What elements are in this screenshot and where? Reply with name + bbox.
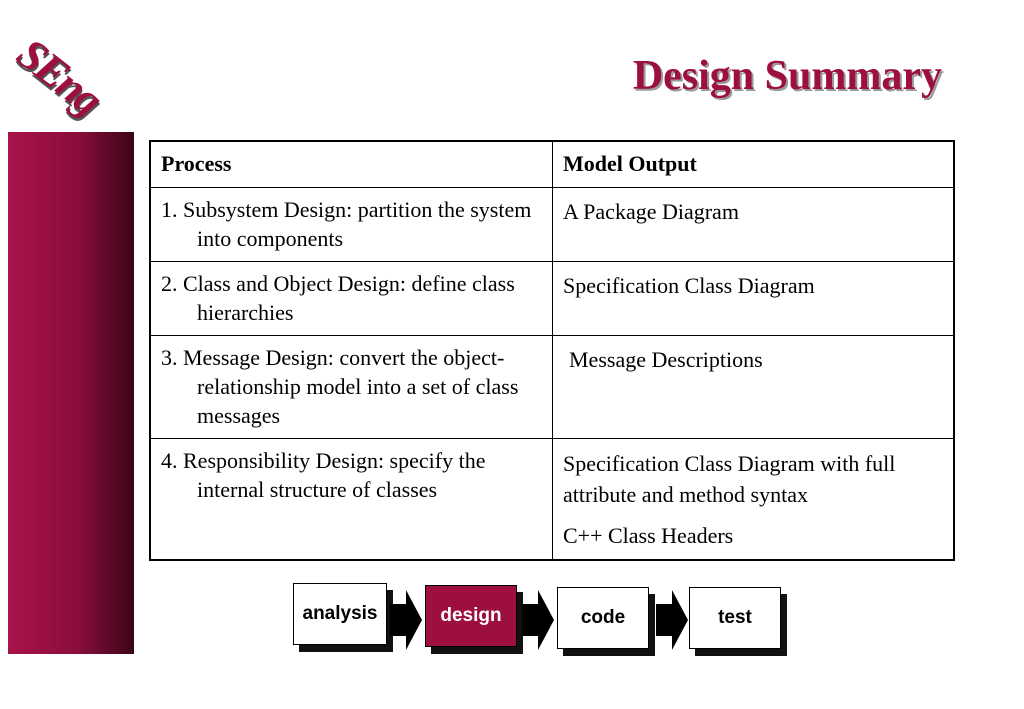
output-cell: Specification Class Diagram (552, 261, 955, 336)
output-cell: Specification Class Diagram with full at… (552, 438, 955, 561)
flow-step-code: code (557, 587, 649, 649)
column-header-model-output: Model Output (552, 140, 955, 188)
flow-step-test: test (689, 587, 781, 649)
output-text: A Package Diagram (563, 199, 739, 224)
page-title: Design Summary (632, 53, 942, 99)
output-cell: A Package Diagram (552, 187, 955, 262)
output-text: Specification Class Diagram with full at… (563, 451, 896, 507)
flow-step-design: design (425, 585, 517, 647)
table-header-row: Process Model Output (149, 140, 955, 188)
output-cell: Message Descriptions (552, 335, 955, 439)
design-summary-table: Process Model Output 1. Subsystem Design… (149, 140, 955, 561)
flow-arrow-icon (522, 590, 554, 650)
flow-arrow-icon (390, 590, 422, 650)
table-row: 4. Responsibility Design: specify the in… (149, 438, 955, 561)
process-cell: 1. Subsystem Design: partition the syste… (149, 187, 553, 262)
column-header-process: Process (149, 140, 553, 188)
output-text: Specification Class Diagram (563, 273, 815, 298)
table-row: 3. Message Design: convert the object-re… (149, 335, 955, 439)
table-row: 1. Subsystem Design: partition the syste… (149, 187, 955, 262)
flow-step-analysis: analysis (293, 583, 387, 645)
output-text: C++ Class Headers (563, 523, 734, 548)
process-cell: 3. Message Design: convert the object-re… (149, 335, 553, 439)
process-cell: 4. Responsibility Design: specify the in… (149, 438, 553, 561)
output-text: Message Descriptions (569, 347, 763, 372)
sidebar-bar (8, 132, 134, 654)
flow-arrow-icon (656, 590, 688, 650)
process-cell: 2. Class and Object Design: define class… (149, 261, 553, 336)
table-row: 2. Class and Object Design: define class… (149, 261, 955, 336)
